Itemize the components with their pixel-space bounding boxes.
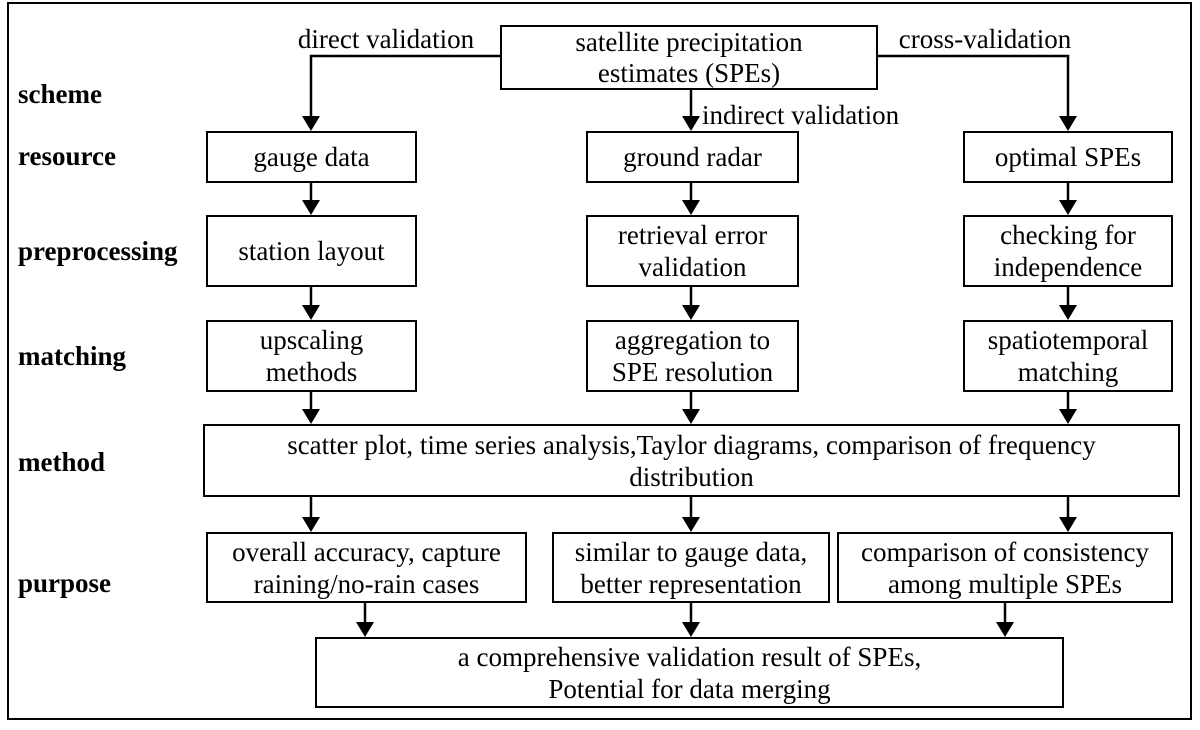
row-label-method: method: [18, 447, 105, 477]
arrowhead-result2-icon: [682, 622, 700, 637]
branch-label-indirect-validation: indirect validation: [702, 100, 900, 130]
node-purpose-indirect: similar to gauge data, better representa…: [552, 532, 830, 603]
arrowhead-direct-icon: [302, 116, 320, 131]
node-method-description: scatter plot, time series analysis,Taylo…: [203, 424, 1180, 497]
arrowhead-col2-r2-icon: [682, 200, 700, 215]
arrowhead-col3-r2-icon: [1059, 200, 1077, 215]
arrowhead-purpose2-icon: [682, 517, 700, 532]
node-satellite-precipitation-estimates: satellite precipitation estimates (SPEs): [500, 25, 878, 90]
arrowhead-col2-method-icon: [682, 409, 700, 424]
row-label-preprocessing: preprocessing: [18, 236, 178, 266]
connector-direct-branch: [309, 54, 500, 118]
arrowhead-purpose1-icon: [302, 517, 320, 532]
node-purpose-cross: comparison of consistency among multiple…: [837, 532, 1173, 603]
row-label-scheme: scheme: [18, 79, 102, 109]
connector-cross-branch: [878, 54, 1070, 118]
node-retrieval-error-validation: retrieval error validation: [586, 215, 799, 287]
node-spatiotemporal-matching: spatiotemporal matching: [963, 320, 1173, 392]
arrowhead-col1-r3-icon: [302, 305, 320, 320]
node-ground-radar: ground radar: [586, 131, 799, 183]
node-checking-for-independence: checking for independence: [963, 215, 1173, 287]
diagram-border: [7, 2, 1192, 720]
arrowhead-indirect-icon: [682, 116, 700, 131]
node-gauge-data: gauge data: [206, 131, 417, 183]
row-label-resource: resource: [18, 141, 116, 171]
node-aggregation-spe-resolution: aggregation to SPE resolution: [586, 320, 799, 392]
arrowhead-col1-method-icon: [302, 409, 320, 424]
node-upscaling-methods: upscaling methods: [206, 320, 417, 392]
arrowhead-cross-icon: [1059, 116, 1077, 131]
branch-label-cross-validation: cross-validation: [898, 24, 1072, 54]
arrowhead-result1-icon: [356, 622, 374, 637]
node-purpose-direct: overall accuracy, capture raining/no-rai…: [206, 532, 527, 603]
node-station-layout: station layout: [206, 215, 417, 287]
arrowhead-col1-r2-icon: [302, 200, 320, 215]
arrowhead-result3-icon: [996, 622, 1014, 637]
arrowhead-col3-r3-icon: [1059, 305, 1077, 320]
arrowhead-purpose3-icon: [1059, 517, 1077, 532]
arrowhead-col2-r3-icon: [682, 305, 700, 320]
node-optimal-spes: optimal SPEs: [963, 131, 1173, 183]
row-label-purpose: purpose: [18, 568, 112, 598]
row-label-matching: matching: [18, 341, 126, 371]
node-comprehensive-validation-result: a comprehensive validation result of SPE…: [315, 637, 1064, 708]
arrowhead-col3-method-icon: [1059, 409, 1077, 424]
branch-label-direct-validation: direct validation: [297, 24, 475, 54]
